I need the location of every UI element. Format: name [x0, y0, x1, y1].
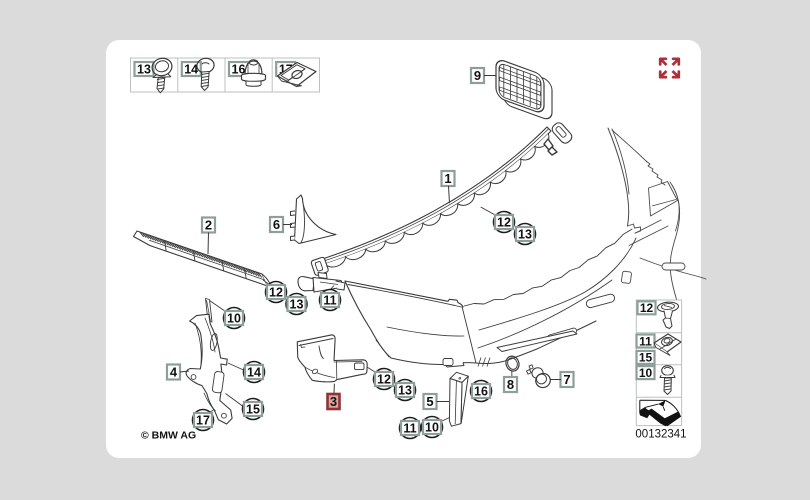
svg-text:14: 14 — [184, 63, 198, 77]
svg-text:11: 11 — [323, 293, 336, 307]
svg-text:10: 10 — [639, 366, 653, 380]
svg-text:16: 16 — [474, 384, 488, 398]
svg-text:4: 4 — [170, 365, 178, 380]
svg-text:8: 8 — [507, 377, 514, 392]
svg-text:10: 10 — [227, 311, 241, 325]
svg-text:3: 3 — [330, 394, 337, 409]
svg-text:5: 5 — [426, 394, 433, 409]
svg-text:15: 15 — [639, 351, 653, 365]
svg-text:2: 2 — [205, 218, 212, 233]
svg-text:13: 13 — [137, 63, 151, 77]
svg-text:13: 13 — [290, 297, 304, 311]
svg-text:© BMW AG: © BMW AG — [141, 430, 196, 442]
svg-text:17: 17 — [196, 413, 210, 427]
svg-text:12: 12 — [269, 285, 283, 299]
svg-text:10: 10 — [425, 420, 439, 434]
svg-text:11: 11 — [639, 334, 652, 348]
svg-text:00132341: 00132341 — [635, 429, 686, 441]
svg-text:11: 11 — [403, 421, 416, 435]
svg-text:13: 13 — [518, 227, 532, 241]
svg-text:14: 14 — [247, 365, 261, 379]
svg-text:16: 16 — [232, 63, 246, 77]
svg-text:12: 12 — [377, 372, 391, 386]
svg-text:13: 13 — [398, 383, 412, 397]
svg-text:15: 15 — [246, 402, 260, 416]
svg-text:7: 7 — [563, 372, 570, 387]
svg-text:1: 1 — [444, 171, 451, 186]
svg-text:12: 12 — [497, 215, 511, 229]
svg-text:12: 12 — [640, 301, 654, 315]
svg-text:6: 6 — [273, 217, 280, 232]
svg-text:9: 9 — [474, 68, 481, 83]
